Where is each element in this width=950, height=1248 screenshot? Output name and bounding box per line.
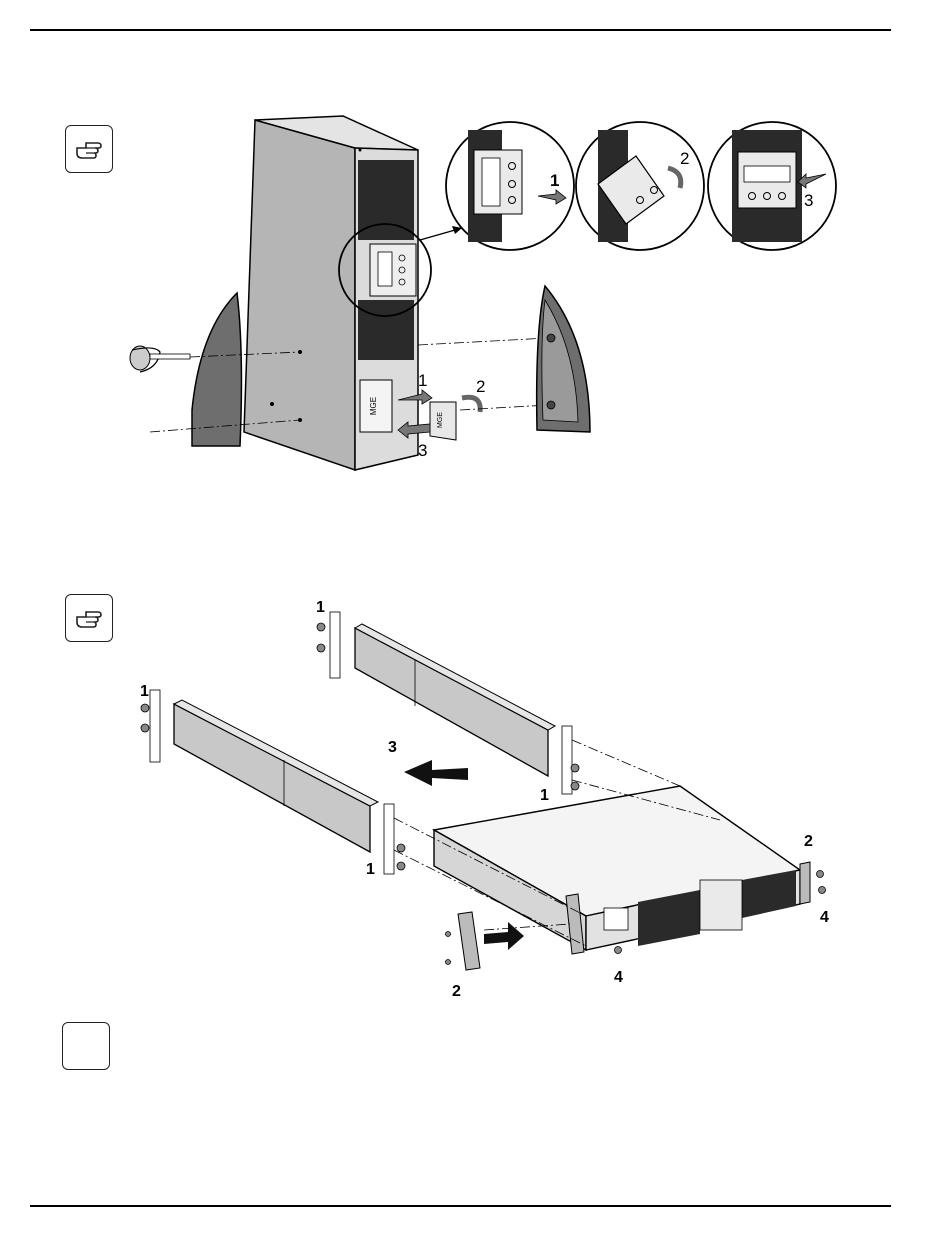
label-right-screw-4: 4 [820,909,829,926]
blank-note-icon [62,1022,110,1070]
left-bracket [458,912,480,970]
detail-circle-3: 3 [708,122,836,250]
upper-rail [330,612,572,794]
detail-circle-1: 1 [446,122,574,250]
step-label-1: 1 [418,371,427,390]
detail-label-2: 2 [680,149,689,168]
left-foot [192,293,241,446]
label-upper-rail-1: 1 [316,599,325,616]
label-front-screw-4: 4 [614,969,623,986]
ups-display [700,880,742,930]
ups-chassis [434,786,800,950]
cabinet-display-panel [370,244,416,296]
detail-label-3: 3 [804,191,813,210]
bracket-arrow [484,922,524,950]
label-lower-rail-1: 1 [140,683,149,700]
front-grille-lower [358,300,414,360]
label-left-bracket-2: 2 [452,983,461,1000]
right-bracket [800,862,810,904]
svg-text:MGE: MGE [437,412,444,428]
slide-arrow [404,760,468,786]
label-upper-rail-rear-1: 1 [540,787,549,804]
step-label-2: 2 [476,377,485,396]
cabinet-side-panel [244,120,355,470]
screwdriver-icon [130,346,190,372]
lower-rail [150,690,394,874]
tower-assembly-figure: MGE MGE 1 2 3 1 2 [0,100,950,480]
rack-mount-figure: 1 1 3 1 1 2 2 4 4 [0,590,950,1010]
detail-label-1: 1 [550,171,559,190]
label-step-3: 3 [388,739,397,756]
bottom-rule [30,1205,891,1207]
step-label-3: 3 [418,441,427,460]
label-right-bracket-2: 2 [804,833,813,850]
top-rule [30,29,891,31]
front-badge-text: MGE [369,397,378,415]
label-lower-rail-rear-1: 1 [366,861,375,878]
detail-circle-2: 2 [576,122,704,250]
